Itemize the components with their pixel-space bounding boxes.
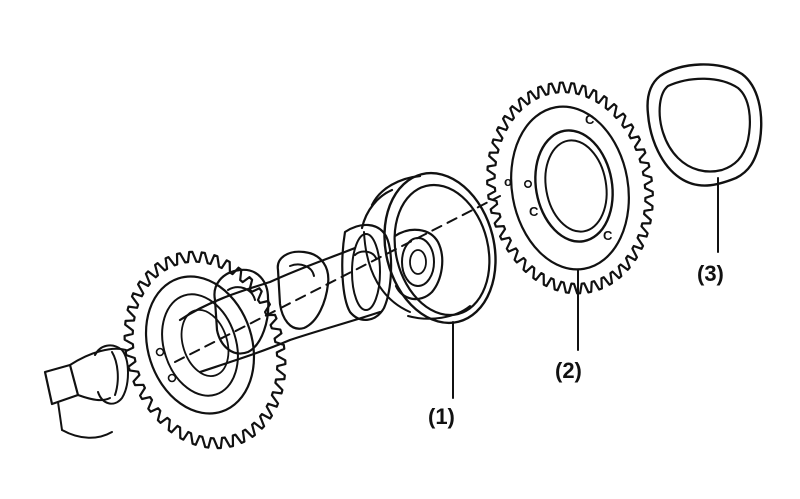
callout-label-3: (3) [697, 261, 724, 286]
timing-gear-part-2: C C C o [486, 81, 654, 295]
camshaft [43, 223, 444, 439]
shim-plate-part-3 [646, 63, 763, 187]
mark-c-left: C [529, 204, 539, 219]
mark-o-left: o [504, 174, 512, 189]
mark-c-top: C [585, 112, 595, 127]
retainer-ring-part-1 [360, 171, 497, 325]
alignment-line [174, 195, 501, 363]
callout-label-2: (2) [555, 358, 582, 383]
callout-label-1: (1) [428, 404, 455, 429]
mark-c-right: C [603, 228, 613, 243]
